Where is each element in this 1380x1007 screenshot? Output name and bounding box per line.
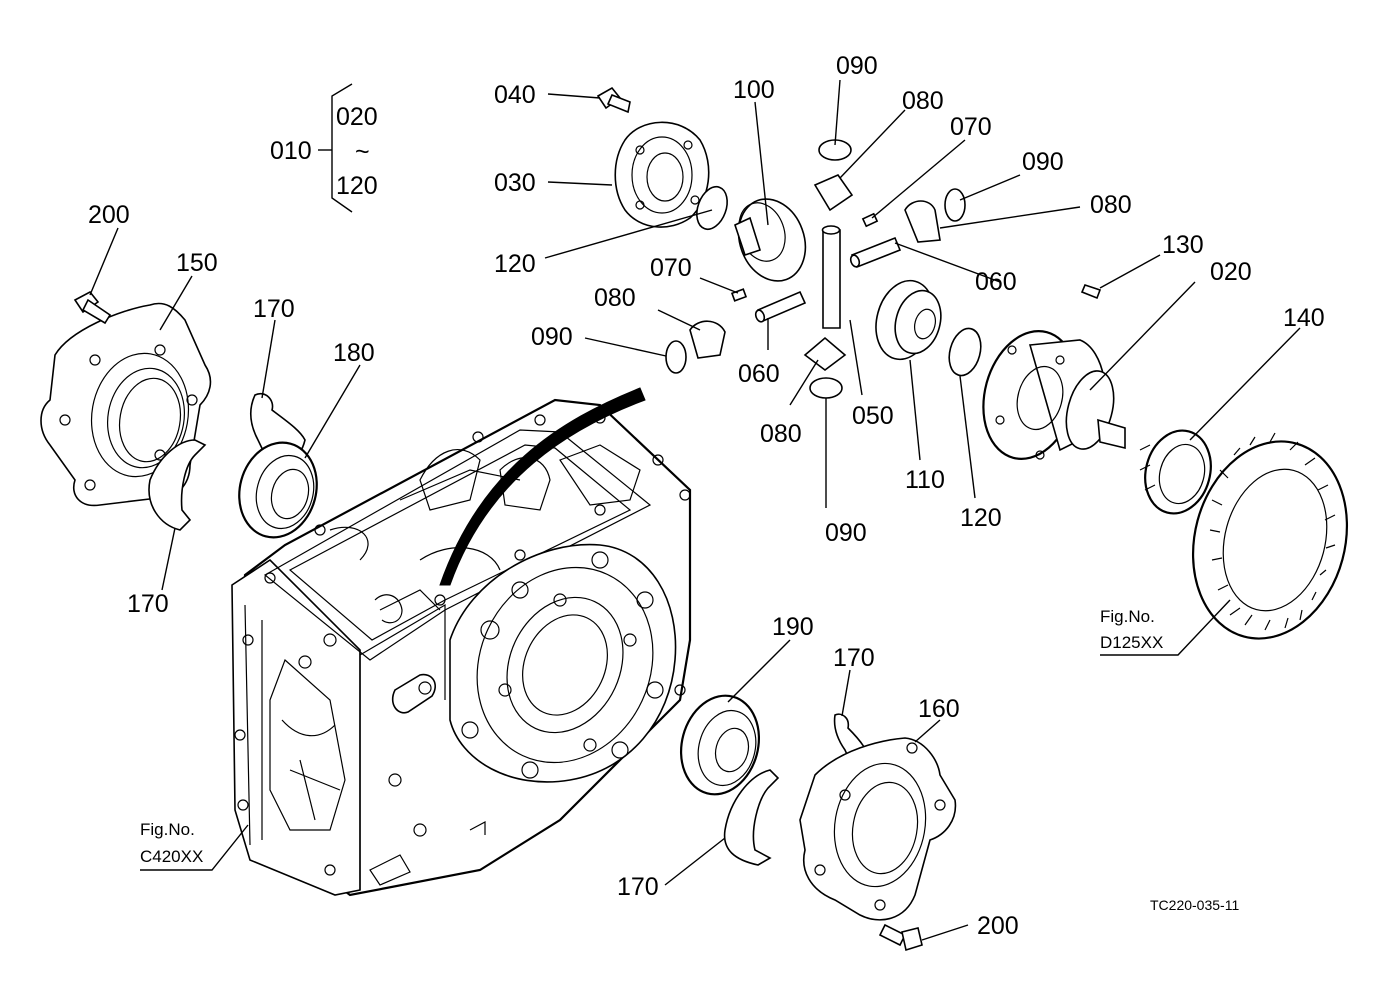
callout-120: 120 [960,504,1002,532]
part-030-cover [614,121,710,228]
part-090-washer-right [944,188,966,222]
part-200-bolt-bottom [878,923,923,952]
assembly-range-sep: ~ [355,138,370,166]
callout-060: 060 [975,268,1017,296]
callout-170: 170 [253,295,295,323]
callout-080: 080 [1090,191,1132,219]
part-160-housing [799,737,957,921]
fig-ref-c420xx: Fig.No. C420XX [140,820,203,866]
transmission-case [231,387,692,897]
fig-ref-code: C420XX [140,847,203,866]
diagram-code: TC220-035-11 [1150,897,1239,913]
part-090-washer-left [665,340,687,374]
callout-200: 200 [977,912,1019,940]
assembly-bracket: 010 020 ~ 120 [270,83,378,213]
callout-090: 090 [825,519,867,547]
callout-120: 120 [494,250,536,278]
callout-090: 090 [531,323,573,351]
fig-ref-prefix: Fig.No. [1100,607,1155,626]
callout-200: 200 [88,201,130,229]
leader-lines [89,79,1301,941]
callout-170: 170 [833,644,875,672]
callout-090: 090 [1022,148,1064,176]
callout-080: 080 [594,284,636,312]
callout-060: 060 [738,360,780,388]
part-140-bearing [1139,429,1212,515]
callout-080: 080 [760,420,802,448]
callout-150: 150 [176,249,218,277]
callout-020: 020 [1210,258,1252,286]
callout-040: 040 [494,81,536,109]
part-080-pinion-bottom [803,336,847,371]
part-060-pin-right [849,236,902,269]
part-050-pinion-shaft [821,225,841,329]
callout-030: 030 [494,169,536,197]
callout-180: 180 [333,339,375,367]
callout-140: 140 [1283,304,1325,332]
ring-gear [1191,432,1349,640]
part-080-pinion-left [689,320,726,359]
callout-050: 050 [852,402,894,430]
part-120-washer-left [696,185,728,231]
assembly-range-start: 020 [336,103,378,131]
callout-160: 160 [918,695,960,723]
part-120-washer-right [948,327,982,377]
assembly-main-label: 010 [270,137,312,165]
callout-100: 100 [733,76,775,104]
part-080-pinion-top [813,174,854,212]
part-130-pin [1080,284,1102,300]
assembly-range-end: 120 [336,172,378,200]
callout-070: 070 [650,254,692,282]
callout-070: 070 [950,113,992,141]
part-080-pinion-right [904,200,941,243]
part-180-bearing [238,441,318,539]
callout-110: 110 [905,466,945,494]
part-100-side-gear [734,198,807,282]
callout-130: 130 [1162,231,1204,259]
part-090-washer-bottom [809,377,843,399]
callout-090: 090 [836,52,878,80]
part-020-diff-case [982,330,1126,460]
part-040-bolt [596,86,631,114]
part-060-pin-left [754,290,807,323]
fig-ref-d125xx: Fig.No. D125XX [1100,607,1163,652]
callout-190: 190 [772,613,814,641]
part-200-bolt-top [73,290,112,325]
fig-ref-prefix: Fig.No. [140,820,195,839]
callout-080: 080 [902,87,944,115]
callout-170: 170 [617,873,659,901]
fig-ref-code: D125XX [1100,633,1163,652]
callout-170: 170 [127,590,169,618]
callout-labels: 040 030 120 100 090 080 070 090 080 060 … [88,52,1325,940]
part-110-side-gear [875,279,942,361]
